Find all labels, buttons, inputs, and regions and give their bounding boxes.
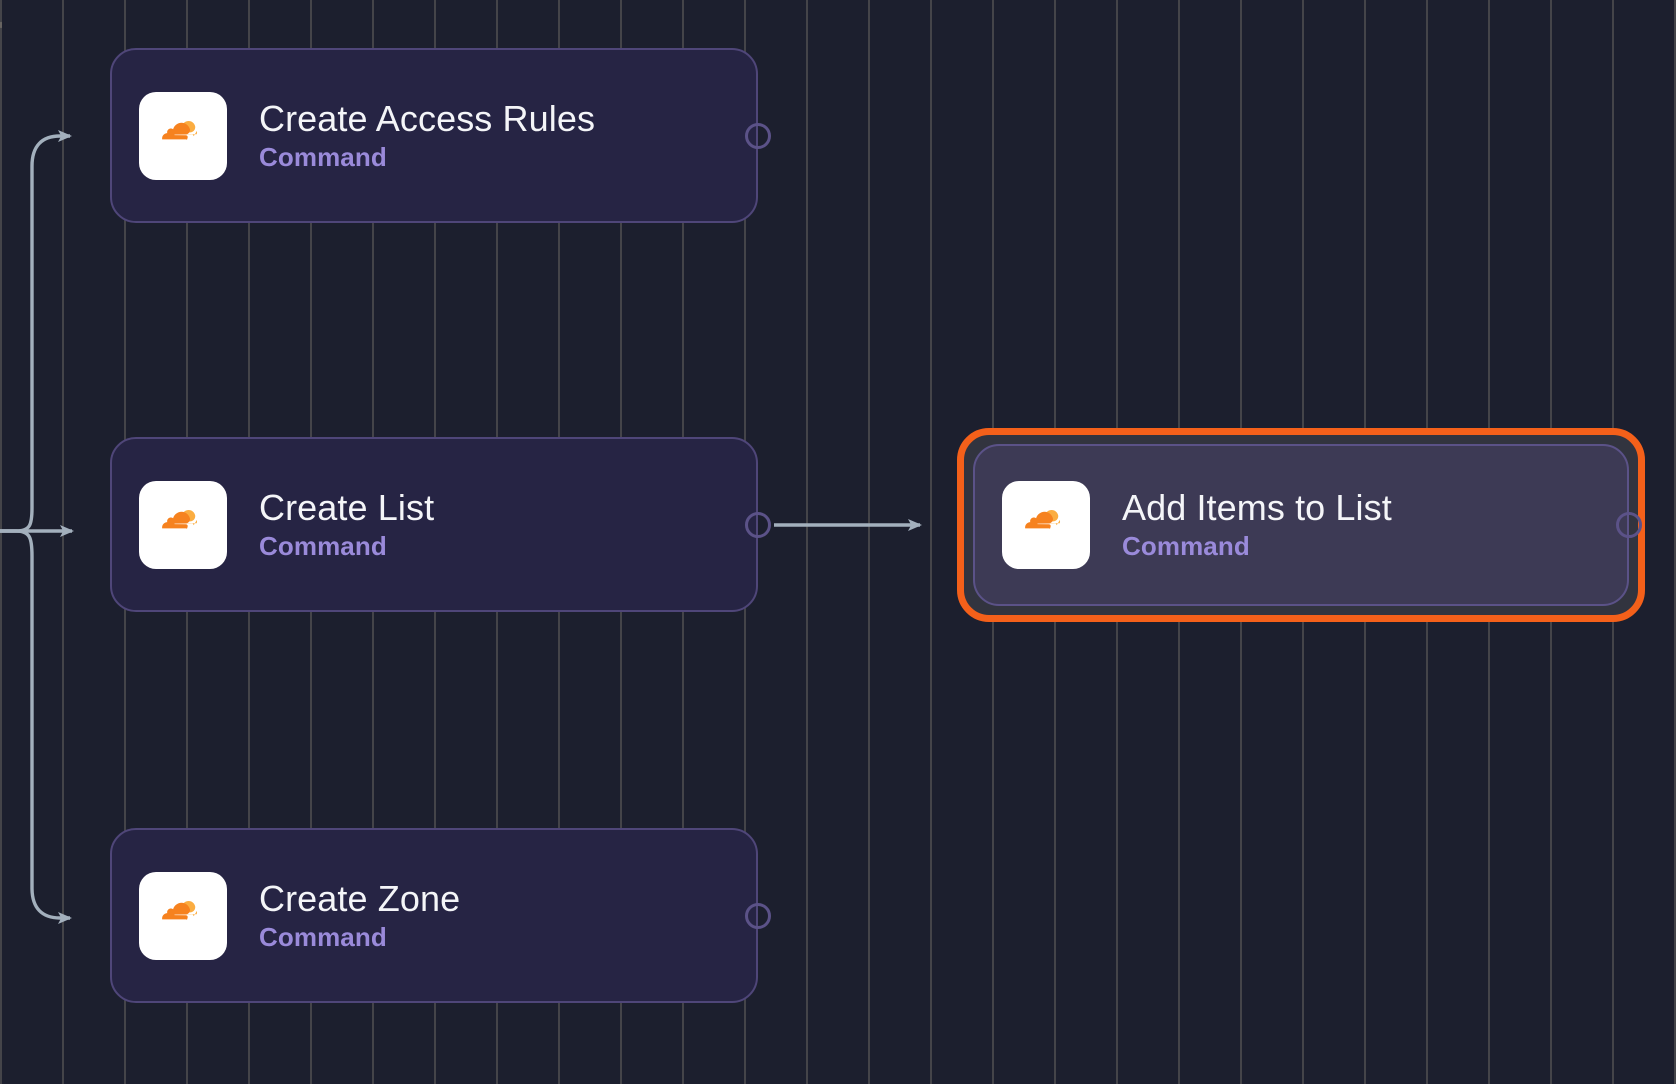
node-text-group: Create List Command [259, 489, 434, 560]
output-port[interactable] [745, 122, 771, 149]
node-subtitle: Command [259, 141, 387, 172]
output-port[interactable] [1616, 512, 1642, 538]
selection-ring[interactable]: Add Items to List Command [957, 428, 1645, 622]
cloudflare-icon [139, 871, 227, 960]
node-text-group: Create Access Rules Command [259, 100, 595, 171]
output-port[interactable] [745, 511, 771, 538]
node-create-zone[interactable]: Create Zone Command [110, 828, 771, 1003]
edge-to-create-zone [0, 529, 72, 924]
node-title: Add Items to List [1122, 487, 1392, 529]
node-subtitle: Command [259, 921, 387, 952]
node-text-group: Create Zone Command [259, 880, 460, 951]
edge-to-create-access-rules [0, 130, 72, 533]
cloudflare-icon [139, 480, 227, 569]
node-title: Create List [259, 486, 435, 528]
cloudflare-icon [1002, 481, 1090, 569]
node-add-items-to-list[interactable]: Add Items to List Command [973, 444, 1642, 606]
node-subtitle: Command [259, 530, 387, 561]
node-subtitle: Command [1122, 531, 1250, 562]
node-text-group: Add Items to List Command [1122, 489, 1392, 560]
cloudflare-icon [139, 91, 227, 180]
node-title: Create Zone [259, 877, 461, 919]
node-title: Create Access Rules [259, 97, 596, 139]
output-port[interactable] [745, 902, 771, 929]
node-create-access-rules[interactable]: Create Access Rules Command [110, 48, 771, 223]
node-create-list[interactable]: Create List Command [110, 437, 771, 612]
